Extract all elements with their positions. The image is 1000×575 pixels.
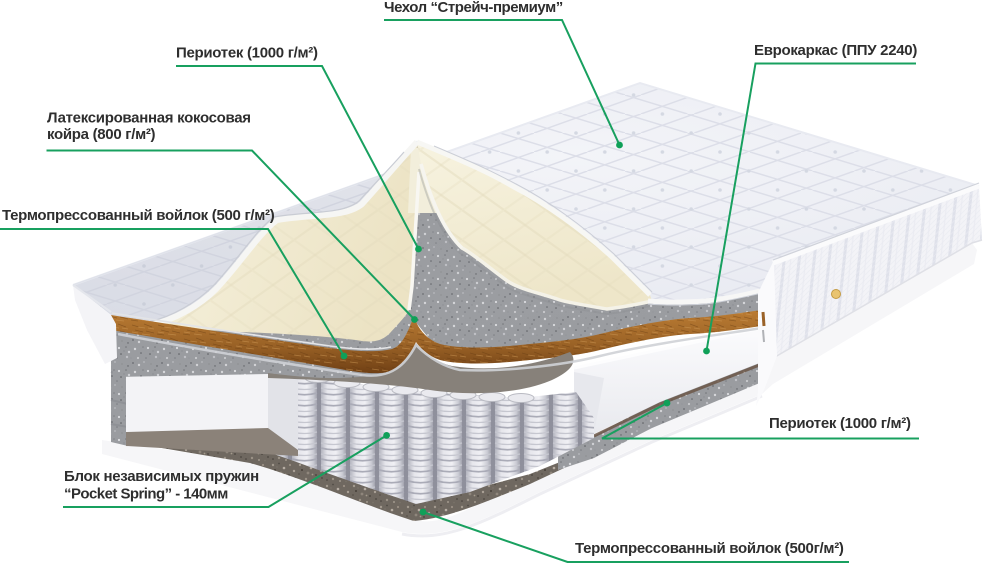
svg-text:Блок независимых пружин: Блок независимых пружин: [64, 468, 259, 485]
svg-text:Периотек (1000 г/м²): Периотек (1000 г/м²): [176, 45, 318, 62]
svg-text:Еврокаркас (ППУ 2240): Еврокаркас (ППУ 2240): [754, 42, 917, 59]
svg-text:койра (800 г/м²): койра (800 г/м²): [47, 126, 156, 143]
svg-text:Термопрессованный войлок (500: Термопрессованный войлок (500 г/м²): [2, 207, 275, 224]
svg-text:Периотек (1000 г/м²): Периотек (1000 г/м²): [769, 415, 911, 432]
svg-text:“Pocket Spring” - 140мм: “Pocket Spring” - 140мм: [64, 486, 228, 503]
svg-text:Термопрессованный войлок (500г: Термопрессованный войлок (500г/м²): [575, 540, 844, 557]
svg-text:Латексированная кокосовая: Латексированная кокосовая: [47, 110, 251, 127]
svg-text:Чехол “Стрейч-премиум”: Чехол “Стрейч-премиум”: [384, 0, 563, 16]
